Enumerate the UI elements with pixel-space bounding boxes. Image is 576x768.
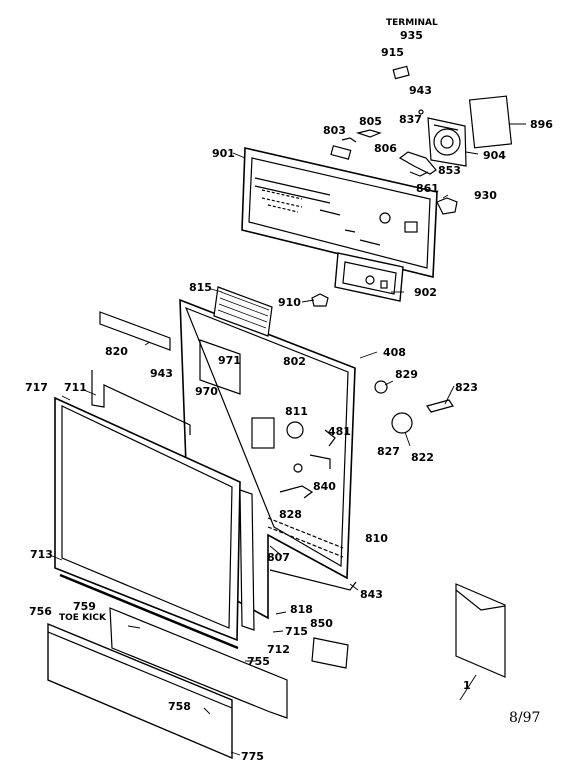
vent-815 xyxy=(213,286,273,337)
label-815: 815 xyxy=(189,281,212,294)
label-943-mid: 943 xyxy=(150,367,173,380)
label-829: 829 xyxy=(395,368,418,381)
label-915: 915 xyxy=(381,46,404,59)
label-930: 930 xyxy=(474,189,497,202)
switch-806 xyxy=(341,137,357,143)
label-971: 971 xyxy=(218,354,241,367)
control-panel-901 xyxy=(241,147,438,279)
diagram-date: 8/97 xyxy=(509,710,541,726)
label-802: 802 xyxy=(283,355,306,368)
label-850: 850 xyxy=(310,617,333,630)
label-755: 755 xyxy=(247,655,270,668)
label-823: 823 xyxy=(455,381,478,394)
label-904: 904 xyxy=(483,149,506,162)
hinge-807 xyxy=(239,489,255,631)
label-943-top: 943 xyxy=(409,84,432,97)
label-1: 1 xyxy=(463,679,471,692)
screw-943-top xyxy=(418,109,424,115)
actuator-853 xyxy=(398,151,437,175)
label-853: 853 xyxy=(438,164,461,177)
knob-829 xyxy=(374,380,388,394)
label-toe-kick: TOE KICK xyxy=(59,613,106,623)
label-759: 759 xyxy=(73,600,96,613)
label-803: 803 xyxy=(323,124,346,137)
envelope-1 xyxy=(455,583,506,678)
label-717: 717 xyxy=(25,381,48,394)
label-828: 828 xyxy=(279,508,302,521)
label-902: 902 xyxy=(414,286,437,299)
leader-lines xyxy=(51,123,526,756)
label-843: 843 xyxy=(360,588,383,601)
label-712: 712 xyxy=(267,643,290,656)
label-807: 807 xyxy=(267,551,290,564)
label-827: 827 xyxy=(377,445,400,458)
label-901: 901 xyxy=(212,147,235,160)
label-713: 713 xyxy=(30,548,53,561)
label-806: 806 xyxy=(374,142,397,155)
label-818: 818 xyxy=(290,603,313,616)
label-711: 711 xyxy=(64,381,87,394)
toe-kick-756 xyxy=(47,607,288,760)
label-840: 840 xyxy=(313,480,336,493)
label-822: 822 xyxy=(411,451,434,464)
switch-805 xyxy=(355,129,382,138)
label-811: 811 xyxy=(285,405,308,418)
knob-930 xyxy=(436,197,458,215)
card-896 xyxy=(468,95,513,149)
label-805: 805 xyxy=(359,115,382,128)
label-758: 758 xyxy=(168,700,191,713)
link-861 xyxy=(409,171,429,177)
label-810: 810 xyxy=(365,532,388,545)
liner-711 xyxy=(91,370,191,435)
label-820: 820 xyxy=(105,345,128,358)
bracket-850 xyxy=(311,637,349,669)
knob-910 xyxy=(311,293,329,307)
label-935: 935 xyxy=(400,29,423,42)
gear-822 xyxy=(391,412,413,434)
label-408: 408 xyxy=(383,346,406,359)
label-837: 837 xyxy=(399,113,422,126)
label-terminal: TERMINAL xyxy=(386,18,438,28)
label-896: 896 xyxy=(530,118,553,131)
strip-843 xyxy=(269,569,357,591)
timer-904 xyxy=(427,117,467,167)
label-756: 756 xyxy=(29,605,52,618)
display-panel-902 xyxy=(334,252,404,302)
terminal-915 xyxy=(392,65,410,80)
label-481: 481 xyxy=(328,425,351,438)
label-861: 861 xyxy=(416,182,439,195)
bracket-820 xyxy=(99,311,171,351)
label-775: 775 xyxy=(241,750,264,763)
label-970: 970 xyxy=(195,385,218,398)
button-803 xyxy=(330,145,352,160)
label-715: 715 xyxy=(285,625,308,638)
outer-door-717 xyxy=(54,396,241,650)
label-910: 910 xyxy=(278,296,301,309)
knob-823 xyxy=(426,399,454,413)
